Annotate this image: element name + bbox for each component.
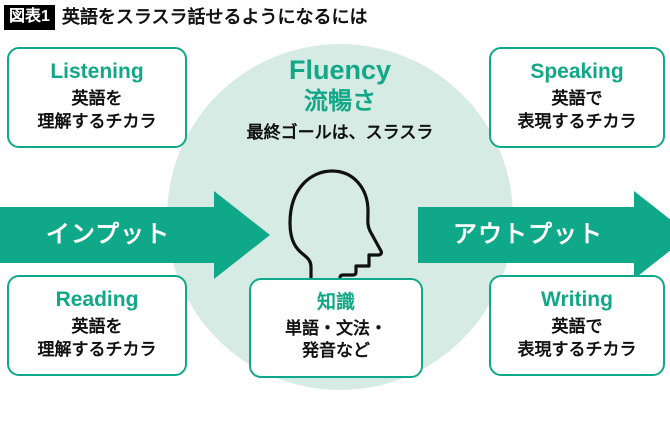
input-arrow: インプット <box>0 191 270 279</box>
skill-desc-writing-line2: 表現するチカラ <box>517 339 637 359</box>
input-arrow-label: インプット <box>45 221 171 248</box>
figure-number-badge: 図表1 <box>4 4 55 30</box>
skill-desc-listening-line1: 英語を <box>71 89 123 109</box>
skill-title-writing: Writing <box>541 288 613 312</box>
skill-desc-reading-line2: 理解するチカラ <box>37 339 157 359</box>
fluency-text-block: Fluency 流暢さ 最終ゴールは、スラスラ <box>167 55 513 144</box>
skill-title-speaking: Speaking <box>530 60 624 84</box>
skill-title-listening: Listening <box>50 60 144 84</box>
skill-box-listening[interactable]: Listening 英語を 理解するチカラ <box>7 47 187 148</box>
skill-desc-listening-line2: 理解するチカラ <box>37 111 157 131</box>
skill-desc-speaking-line1: 英語で <box>551 89 603 109</box>
skill-desc-speaking-line2: 表現するチカラ <box>517 111 637 131</box>
skill-title-reading: Reading <box>55 288 139 312</box>
head-profile-icon <box>288 169 383 297</box>
fluency-japanese-label: 流暢さ <box>304 87 376 115</box>
fluency-note: 最終ゴールは、スラスラ <box>246 122 434 142</box>
skill-title-knowledge: 知識 <box>316 291 355 313</box>
output-arrow: アウトプット <box>418 191 670 279</box>
skill-box-knowledge[interactable]: 知識 単語・文法・ 発音など <box>249 278 423 378</box>
skill-box-writing[interactable]: Writing 英語で 表現するチカラ <box>489 275 665 376</box>
skill-box-speaking[interactable]: Speaking 英語で 表現するチカラ <box>489 47 665 148</box>
skill-desc-knowledge-line1: 単語・文法・ <box>285 318 387 338</box>
arrow-right-icon <box>0 191 270 279</box>
skill-desc-writing-line1: 英語で <box>551 317 603 337</box>
head-profile-illustration <box>268 163 394 297</box>
skill-box-reading[interactable]: Reading 英語を 理解するチカラ <box>7 275 187 376</box>
figure-title-bar: 図表1 英語をスラスラ話せるようになるには <box>4 4 368 30</box>
skill-desc-knowledge-line2: 発音など <box>302 340 370 360</box>
page-title: 英語をスラスラ話せるようになるには <box>61 7 368 27</box>
skill-desc-reading-line1: 英語を <box>71 317 123 337</box>
output-arrow-label: アウトプット <box>453 221 603 248</box>
arrow-right-icon <box>418 191 670 279</box>
fluency-english-label: Fluency <box>288 55 392 85</box>
